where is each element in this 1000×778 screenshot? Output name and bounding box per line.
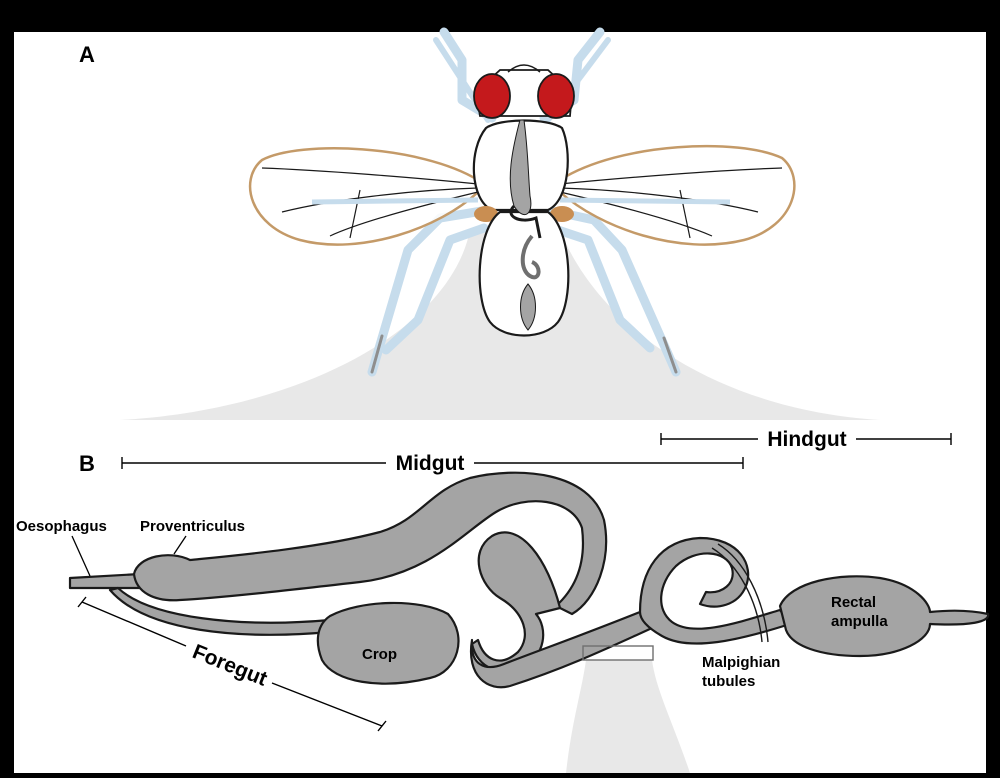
right-hindleg bbox=[547, 223, 655, 353]
hindgut-label: Hindgut bbox=[767, 428, 846, 451]
fly-crop bbox=[509, 119, 532, 216]
rectal-ampulla bbox=[778, 575, 990, 658]
proventriculus-label: Proventriculus bbox=[140, 518, 245, 535]
fly-gut bbox=[509, 119, 542, 331]
right-wing-shadow bbox=[559, 197, 731, 205]
hindgut-bar bbox=[660, 433, 952, 445]
proventriculus-anterior-midgut bbox=[132, 471, 608, 616]
right-wing bbox=[558, 144, 796, 246]
oesophagus-label: Oesophagus bbox=[16, 518, 107, 535]
left-wing-shadow bbox=[311, 197, 479, 205]
ocelli bbox=[507, 64, 541, 73]
section-box bbox=[582, 645, 654, 661]
left-midleg bbox=[367, 205, 493, 377]
fly-hindgut-coil bbox=[520, 234, 541, 280]
crop bbox=[316, 601, 460, 685]
hindgut-loop bbox=[638, 536, 792, 645]
rectal-ampulla-label-line2: ampulla bbox=[831, 613, 888, 630]
panel-a-label: A bbox=[79, 42, 95, 67]
malpighian-tubules bbox=[711, 543, 769, 643]
panel-b-shadow bbox=[566, 660, 690, 773]
gut-tract bbox=[68, 471, 990, 689]
malpighian-label-line2: tubules bbox=[702, 673, 755, 690]
malpighian-label-line1: Malpighian bbox=[702, 654, 780, 671]
wing-veins bbox=[261, 167, 783, 239]
fly-midgut-loop bbox=[509, 204, 542, 239]
left-halter bbox=[474, 206, 498, 222]
panel-b-label: B bbox=[79, 451, 95, 476]
midgut-label: Midgut bbox=[396, 452, 465, 475]
left-eye bbox=[473, 73, 511, 119]
oesophagus-leader bbox=[71, 535, 91, 577]
left-wing bbox=[248, 147, 480, 246]
fly-illustration bbox=[248, 27, 796, 377]
abdomen bbox=[478, 210, 570, 337]
rectal-ampulla-label-line1: Rectal bbox=[831, 594, 876, 611]
foregut-bar bbox=[77, 596, 387, 732]
crop-label: Crop bbox=[362, 646, 397, 663]
midgut-bar bbox=[121, 457, 744, 469]
proventriculus-leader bbox=[173, 535, 187, 555]
right-eye bbox=[537, 73, 575, 119]
leg-tarsi bbox=[370, 334, 678, 374]
right-halter bbox=[550, 206, 574, 222]
left-hindleg bbox=[381, 223, 489, 355]
fly-rectum bbox=[520, 283, 536, 331]
